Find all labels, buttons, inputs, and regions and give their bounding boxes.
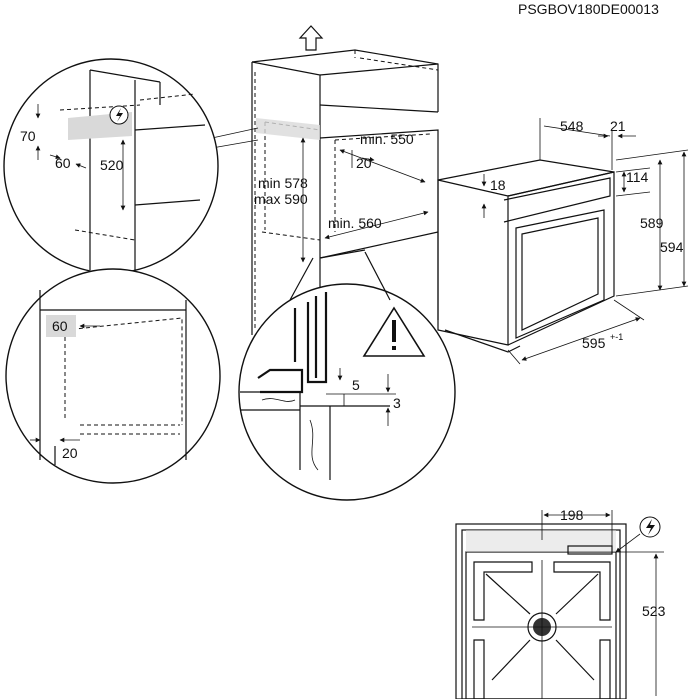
oven-dim-114: 114 xyxy=(626,169,649,185)
cabinet-gap: 20 xyxy=(356,155,372,171)
cabinet-min-height: min 578 xyxy=(258,175,308,191)
cabinet-min-width: min. 560 xyxy=(328,215,382,231)
warning-triangle-icon xyxy=(362,306,426,357)
cabinet-max-height: max 590 xyxy=(254,191,308,207)
detail-top-left: 70 60 520 xyxy=(3,58,219,274)
detail-dim-3: 3 xyxy=(393,395,401,411)
detail-dim-5: 5 xyxy=(352,377,360,393)
oven-drawing: 548 21 18 114 589 594 595 +-1 xyxy=(437,118,689,365)
oven-height-589: 589 xyxy=(640,215,664,231)
cabinet-drawing: min 578 max 590 min. 550 20 min. 560 xyxy=(211,25,439,345)
back-dim-523: 523 xyxy=(642,603,666,619)
mid-dim-60: 60 xyxy=(52,318,68,334)
back-view-drawing: 198 523 xyxy=(455,507,666,699)
oven-dim-21: 21 xyxy=(610,118,626,134)
top-dim-70: 70 xyxy=(20,128,36,144)
document-code: PSGBOV180DE00013 xyxy=(518,1,659,17)
oven-dim-18: 18 xyxy=(490,177,506,193)
electric-hazard-icon xyxy=(109,105,129,125)
oven-width-595: 595 xyxy=(582,335,606,351)
mid-dim-20: 20 xyxy=(62,445,78,461)
back-dim-198: 198 xyxy=(560,507,584,523)
oven-height-594: 594 xyxy=(660,239,684,255)
top-dim-520: 520 xyxy=(100,157,124,173)
electric-hazard-icon xyxy=(639,516,661,538)
top-dim-60: 60 xyxy=(55,155,71,171)
detail-middle-left: 60 20 xyxy=(5,268,221,484)
up-arrow-icon xyxy=(298,25,324,51)
cabinet-min-depth: min. 550 xyxy=(360,131,414,147)
oven-depth-548: 548 xyxy=(560,118,584,134)
oven-width-tolerance: +-1 xyxy=(610,332,623,342)
detail-bottom-center: 5 3 xyxy=(238,251,456,501)
